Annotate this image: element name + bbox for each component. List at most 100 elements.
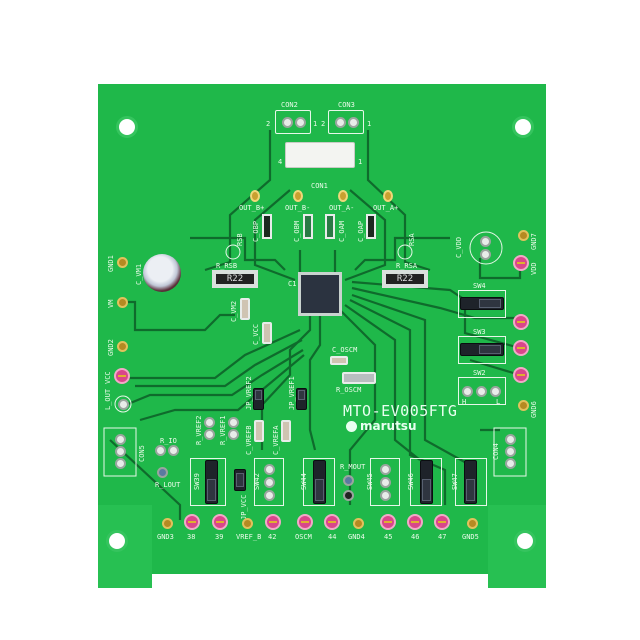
sw4-label: SW4 [473,282,486,290]
c-obm-label: C_OBM [293,220,301,242]
sw44-jumper[interactable] [313,460,326,504]
gnd2-test-point[interactable] [117,341,128,352]
vcc-label: VCC [104,371,112,384]
sw45-pin[interactable] [380,464,391,475]
con2-terminal[interactable] [275,110,311,134]
tp-42-label: 42 [268,533,277,541]
tp-39[interactable] [212,514,228,530]
jp-vcc-label: JP_VCC [240,494,248,520]
sw2-pin[interactable] [476,386,487,397]
r-mout-resistor [343,475,354,486]
out-a-plus-pad[interactable] [383,190,393,202]
sw3-label: SW3 [473,328,486,336]
jp-vref1-jumper[interactable] [296,388,307,410]
tp-44[interactable] [324,514,340,530]
tp-38[interactable] [184,514,200,530]
gnd4-test-point[interactable] [353,518,364,529]
trace [366,130,431,272]
sw39-jumper[interactable] [205,460,218,504]
c-vdd-outline [469,231,503,265]
r-io-pin [155,445,166,456]
con4-pin[interactable] [505,446,516,457]
c-oap-capacitor [366,214,376,239]
trace [204,130,272,272]
sw42-pin[interactable] [264,477,275,488]
trace [344,189,387,282]
tp-45-label: 45 [384,533,393,541]
sw2-test-point[interactable] [513,367,529,383]
trace [339,309,377,505]
c-oscm-capacitor [330,356,348,365]
sw47-label: SW47 [451,473,459,490]
gnd1-test-point[interactable] [117,257,128,268]
pin-number: 1 [358,158,363,166]
vref-b-test-point[interactable] [242,518,253,529]
gnd6-test-point[interactable] [518,400,529,411]
tp-46[interactable] [407,514,423,530]
sw3-jumper[interactable] [460,343,504,356]
r-mout-label: R_MOUT [340,463,366,471]
r-mout-pin [343,490,354,501]
l-out-label: L_OUT [104,388,112,410]
out-a-minus-pad[interactable] [338,190,348,202]
con1-label: CON1 [311,182,328,190]
con3-terminal[interactable] [328,110,364,134]
con4-pin[interactable] [505,458,516,469]
vm-test-point[interactable] [117,297,128,308]
gnd5-test-point[interactable] [467,518,478,529]
sw47-jumper[interactable] [464,460,477,504]
sw2-pin[interactable] [462,386,473,397]
l-out-pin[interactable] [118,399,129,410]
r-rsa-resistor: R22 [382,270,428,288]
sw42-pin[interactable] [264,490,275,501]
sw4-jumper[interactable] [460,297,504,310]
mounting-hole [514,530,536,552]
vcc-test-point[interactable] [114,368,130,384]
marutsu-logo-icon [346,421,357,432]
gnd7-test-point[interactable] [518,230,529,241]
r-rsb-label: R_RSB [216,262,238,270]
tp-47[interactable] [434,514,450,530]
pin-number: 2 [266,120,271,128]
con5-pin[interactable] [115,434,126,445]
r-rsa-label: R_RSA [396,262,418,270]
trace [351,293,471,466]
sw2-pin[interactable] [490,386,501,397]
tp-42[interactable] [265,514,281,530]
jp-vref2-label: JP_VREF2 [245,376,253,410]
con5-pin[interactable] [115,458,126,469]
con5-pin[interactable] [115,446,126,457]
r-vref1-pin [228,429,239,440]
vm-label: VM [107,299,115,308]
sw4-test-point[interactable] [513,314,529,330]
tp-39-label: 39 [215,533,224,541]
c-oam-label: C_OAM [338,220,346,242]
sw39-label: SW39 [193,473,201,490]
tp-oscm[interactable] [297,514,313,530]
jp-vcc-jumper[interactable] [234,469,246,491]
sw42-pin[interactable] [264,464,275,475]
c-obm-capacitor [303,214,313,239]
r-vref1-pin [228,417,239,428]
con4-pin[interactable] [505,434,516,445]
pin-number: 2 [321,120,326,128]
gnd3-test-point[interactable] [162,518,173,529]
tp-44-label: 44 [328,533,337,541]
sw46-jumper[interactable] [420,460,433,504]
sw45-pin[interactable] [380,477,391,488]
sw45-pin[interactable] [380,490,391,501]
silkscreen-outlines [103,231,527,477]
con1-connector[interactable] [285,142,355,168]
gnd7-label: GND7 [530,233,538,250]
vdd-test-point[interactable] [513,255,529,271]
gnd4-label: GND4 [348,533,365,541]
out-b-plus-pad[interactable] [250,190,260,202]
sw3-test-point[interactable] [513,340,529,356]
out-b-minus-pad[interactable] [293,190,303,202]
sw44-outline [303,458,335,506]
jp-vref2-jumper[interactable] [253,388,264,410]
l-marking: L [496,398,501,406]
tp-45[interactable] [380,514,396,530]
c-oam-capacitor [325,214,335,239]
c-vcc-capacitor [262,322,272,344]
